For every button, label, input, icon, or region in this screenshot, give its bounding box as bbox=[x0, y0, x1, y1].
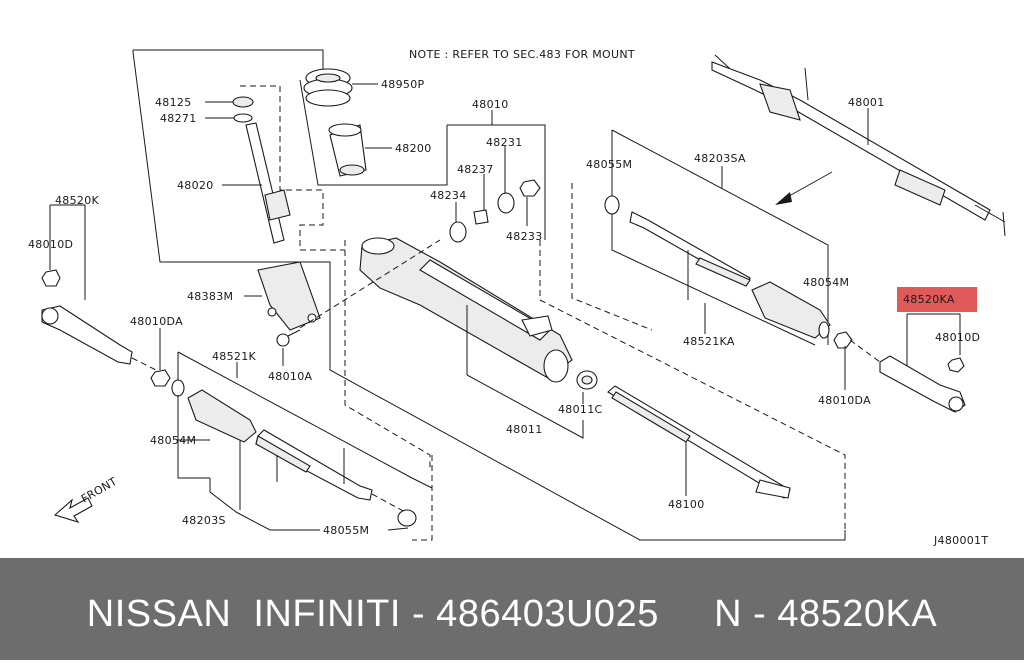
label-48010D-right[interactable]: 48010D bbox=[935, 331, 980, 344]
label-48010[interactable]: 48010 bbox=[472, 98, 509, 111]
dash-clip-bottom bbox=[371, 493, 406, 513]
label-48011[interactable]: 48011 bbox=[506, 423, 543, 436]
label-48521KA[interactable]: 48521KA bbox=[683, 335, 735, 348]
plug-48234-drawing bbox=[449, 221, 467, 243]
dash-48520K bbox=[131, 357, 161, 373]
group-line-48010 bbox=[447, 124, 546, 240]
label-48125[interactable]: 48125 bbox=[155, 96, 192, 109]
box-48055M-bottom-dash bbox=[412, 455, 433, 541]
bush-48011C-drawing bbox=[576, 370, 598, 390]
leader-lines bbox=[159, 83, 961, 531]
group-dash-48020 bbox=[240, 85, 345, 251]
label-48010A[interactable]: 48010A bbox=[268, 370, 312, 383]
boot-48203SA-drawing bbox=[751, 281, 831, 339]
nut-48233-drawing bbox=[519, 179, 541, 197]
front-arrow-icon bbox=[53, 497, 93, 523]
nut-48010DA-right-drawing bbox=[833, 331, 853, 349]
label-48001[interactable]: 48001 bbox=[848, 96, 885, 109]
label-48234[interactable]: 48234 bbox=[430, 189, 467, 202]
label-48100[interactable]: 48100 bbox=[668, 498, 705, 511]
spring-48237-drawing bbox=[473, 209, 489, 225]
label-48203S[interactable]: 48203S bbox=[182, 514, 226, 527]
tie-rod-end-48520KA-drawing bbox=[879, 355, 966, 413]
assembly-arrow bbox=[775, 171, 833, 205]
bolt-48010A-drawing bbox=[276, 329, 301, 347]
front-label: FRONT bbox=[79, 475, 119, 506]
pinion-48020-drawing bbox=[245, 122, 291, 244]
rack-housing-48010-drawing bbox=[359, 237, 573, 383]
group-dash-rack-left bbox=[344, 240, 431, 470]
group-line-48200 bbox=[299, 79, 448, 186]
banner-text: NISSAN INFINITI - 486403U025 N - 48520KA bbox=[86, 593, 938, 635]
label-48010D-left[interactable]: 48010D bbox=[28, 238, 73, 251]
tie-rod-end-48520K-drawing bbox=[41, 269, 133, 365]
assembly-48001-drawing bbox=[711, 54, 1006, 237]
label-48521K[interactable]: 48521K bbox=[212, 350, 256, 363]
parts-diagram: NOTE : REFER TO SEC.483 FOR MOUNT 48950P… bbox=[28, 48, 1006, 547]
rack-48100-drawing bbox=[607, 385, 791, 499]
label-48010DA-right[interactable]: 48010DA bbox=[818, 394, 871, 407]
group-dash-rack-right bbox=[539, 240, 846, 530]
bracket-48383M-drawing bbox=[257, 261, 321, 331]
clip-48055M-top-drawing bbox=[604, 195, 620, 215]
highlight-48520KA bbox=[897, 287, 977, 312]
label-48200[interactable]: 48200 bbox=[395, 142, 432, 155]
label-48520KA[interactable]: 48520KA bbox=[903, 293, 955, 306]
dash-48520KA bbox=[849, 339, 881, 363]
label-48020[interactable]: 48020 bbox=[177, 179, 214, 192]
box-48203S-top bbox=[177, 351, 433, 489]
note-text: NOTE : REFER TO SEC.483 FOR MOUNT bbox=[409, 48, 635, 61]
box-48055M-dash bbox=[571, 183, 653, 331]
label-48010DA-left[interactable]: 48010DA bbox=[130, 315, 183, 328]
dash-bracket bbox=[299, 239, 441, 329]
clip-48055M-bottom-drawing bbox=[397, 509, 417, 527]
box-48520K bbox=[50, 204, 86, 300]
label-48055M-bottom[interactable]: 48055M bbox=[323, 524, 369, 537]
label-48237[interactable]: 48237 bbox=[457, 163, 494, 176]
inner-socket-48521KA-drawing bbox=[629, 211, 751, 287]
label-48383M[interactable]: 48383M bbox=[187, 290, 233, 303]
front-indicator: FRONT bbox=[53, 475, 119, 523]
box-48520KA-top bbox=[907, 313, 961, 355]
label-48203SA[interactable]: 48203SA bbox=[694, 152, 746, 165]
yoke-48231-drawing bbox=[497, 192, 515, 214]
banner: NISSAN INFINITI - 486403U025 N - 48520KA bbox=[0, 558, 1024, 660]
label-48011C[interactable]: 48011C bbox=[558, 403, 602, 416]
nut-48010DA-left-drawing bbox=[150, 369, 185, 397]
nut-48125-drawing bbox=[232, 96, 254, 123]
boot-48200-drawing bbox=[328, 123, 367, 177]
label-48271[interactable]: 48271 bbox=[160, 112, 197, 125]
group-frame-top bbox=[133, 49, 324, 80]
label-48231[interactable]: 48231 bbox=[486, 136, 523, 149]
box-48203SA-bottom bbox=[611, 130, 816, 346]
boot-48203S-drawing bbox=[187, 389, 257, 443]
figure-id: J480001T bbox=[933, 534, 988, 547]
label-48054M-left[interactable]: 48054M bbox=[150, 434, 196, 447]
label-48520K[interactable]: 48520K bbox=[55, 194, 99, 207]
group-frame-left bbox=[132, 50, 846, 541]
label-48233[interactable]: 48233 bbox=[506, 230, 543, 243]
boot-48950P-drawing bbox=[303, 68, 353, 107]
label-48054M-top[interactable]: 48054M bbox=[803, 276, 849, 289]
label-48950P[interactable]: 48950P bbox=[381, 78, 424, 91]
inner-socket-48521K-drawing bbox=[255, 429, 373, 501]
label-48055M-top[interactable]: 48055M bbox=[586, 158, 632, 171]
